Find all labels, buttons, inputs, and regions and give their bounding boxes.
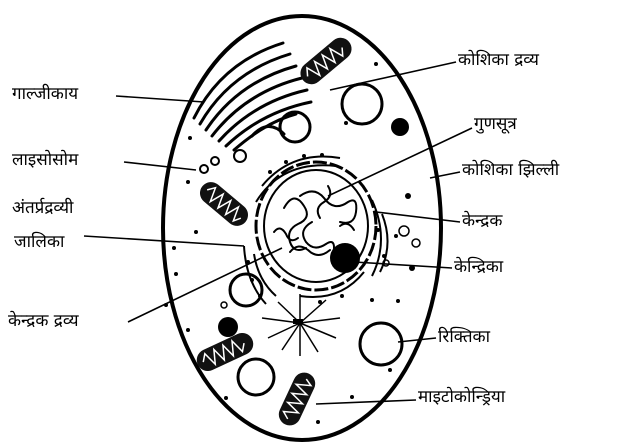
label-nucleoplasm: केन्द्रक द्रव्य: [8, 311, 79, 331]
leader-line-er: [83, 235, 245, 247]
centrosome: [261, 294, 341, 356]
mitochondria: [196, 37, 352, 426]
label-vacuole: रिक्तिका: [438, 327, 491, 347]
label-nucleus: केन्द्रक: [462, 211, 503, 231]
leader-line-nucleus: [375, 211, 461, 223]
vacuole: [358, 321, 404, 367]
label-chromosome: गुणसूत्र: [474, 114, 517, 134]
label-mitochondria: माइटोकोन्ड्रिया: [418, 387, 506, 407]
vacuole: [340, 82, 384, 126]
lysosome: [199, 164, 209, 174]
nucleolus: [330, 243, 360, 273]
leader-line-nucleolus: [353, 261, 453, 269]
granule: [391, 118, 409, 136]
leader-line-chromosome: [327, 127, 473, 197]
leader-lines: [83, 61, 473, 405]
label-endoplasmic-line-1: अंतर्प्रद्रव्यी: [12, 198, 74, 218]
cell-membrane: [161, 14, 443, 442]
nuclear-envelope-inner: [263, 169, 369, 283]
leader-line-vacuole: [397, 337, 437, 343]
label-endoplasmic-line-2: जालिका: [14, 232, 65, 252]
granule: [218, 317, 238, 337]
label-golgi-body: गाल्जीकाय: [12, 84, 79, 104]
label-nucleolus: केन्द्रिका: [454, 257, 504, 277]
vacuole: [228, 272, 264, 308]
leader-line-nucleoplasm: [127, 247, 283, 323]
nuclear-envelope: [254, 160, 378, 292]
golgi-body: [192, 41, 313, 152]
er-ribosomes: [246, 153, 386, 304]
leader-line-cytoplasm: [329, 61, 457, 91]
golgi-vesicle: [233, 149, 247, 163]
leader-line-membrane: [429, 171, 461, 179]
leader-line-lysosome: [123, 161, 197, 171]
vacuole: [236, 357, 276, 397]
label-cytoplasm: कोशिका द्रव्य: [458, 50, 539, 70]
endoplasmic-reticulum: [243, 155, 389, 305]
chromatin: [273, 185, 358, 261]
label-cell-membrane: कोशिका झिल्ली: [462, 160, 560, 180]
leader-line-golgi: [115, 95, 205, 103]
label-lysosome: लाइसोसोम: [12, 150, 79, 170]
vacuole: [278, 110, 312, 144]
lysosome: [210, 156, 220, 166]
centriole: [293, 319, 303, 324]
leader-line-mitochondria: [315, 399, 417, 405]
